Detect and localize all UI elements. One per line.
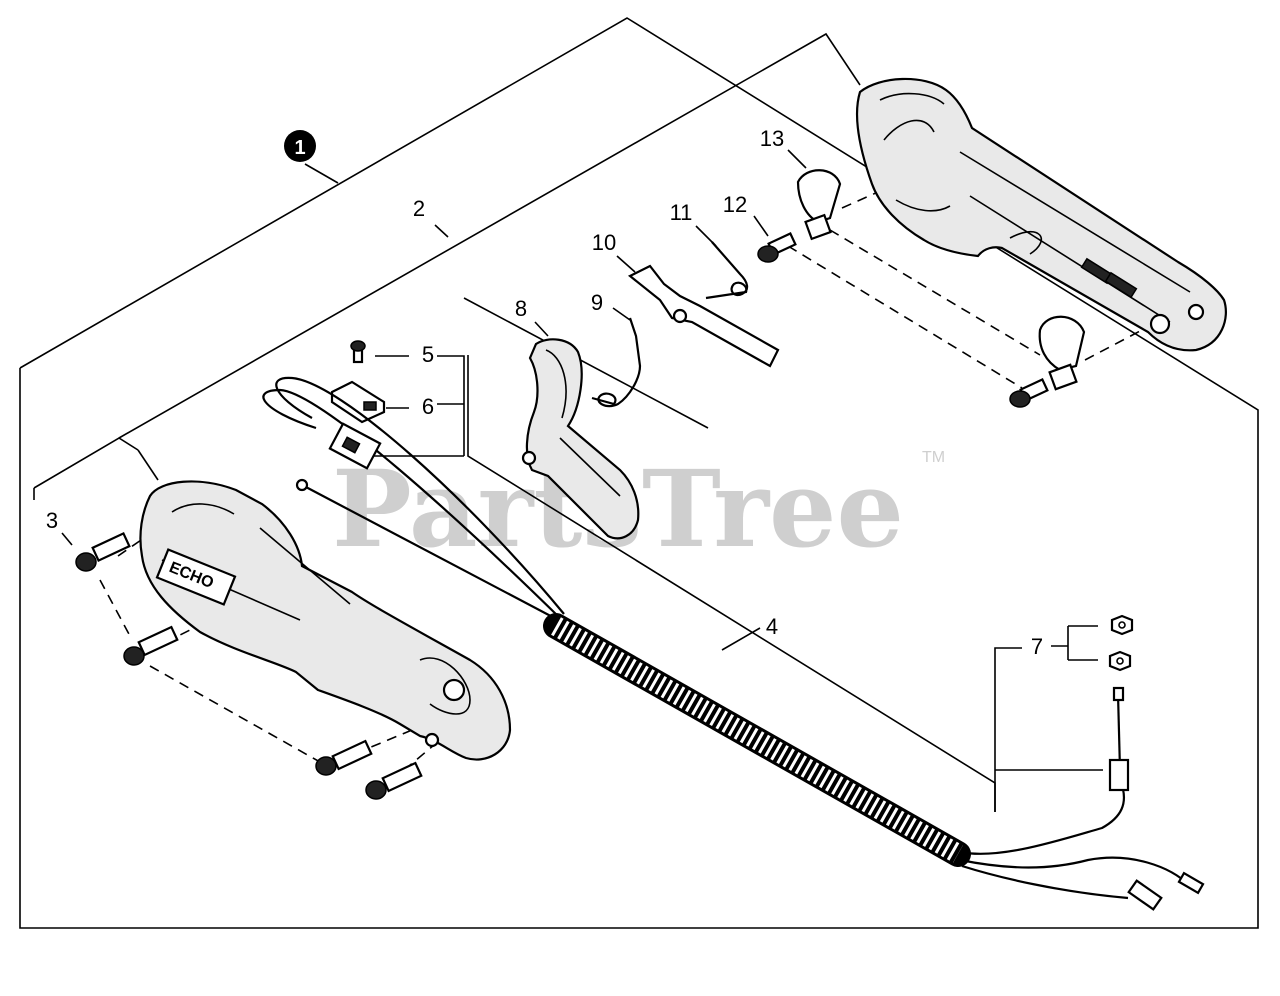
screw-12-lower	[1009, 378, 1049, 408]
callout-10: 10	[592, 230, 616, 255]
switch-plate-6	[330, 380, 386, 424]
spring-9	[591, 317, 642, 408]
callout-9: 9	[591, 290, 603, 315]
screw-5	[350, 340, 366, 364]
callout-1-marker: 1	[284, 130, 316, 162]
nut-7-lower	[1108, 650, 1132, 672]
callout-6: 6	[422, 394, 434, 419]
callout-2: 2	[413, 196, 425, 221]
clamp-lower	[1038, 315, 1086, 391]
screw-3-c	[315, 739, 373, 776]
lever-10	[627, 264, 780, 368]
screw-3-a	[75, 532, 131, 572]
spring-11	[705, 241, 749, 300]
screw-3-b	[123, 625, 179, 666]
screw-12-upper	[757, 232, 797, 263]
screw-3-d	[365, 761, 423, 800]
cable-assembly-4	[262, 376, 1205, 911]
nut-7-upper	[1110, 614, 1134, 636]
callout-12: 12	[723, 192, 747, 217]
front-handle-left-half: ECHO	[139, 480, 512, 761]
callout-1: 1	[294, 137, 305, 159]
clamp-upper	[796, 169, 842, 241]
callout-11: 11	[670, 200, 693, 225]
callout-8: 8	[515, 296, 527, 321]
callout-7: 7	[1031, 634, 1043, 659]
throttle-trigger-8	[521, 338, 640, 540]
watermark-trademark: TM	[922, 449, 945, 466]
callout-4: 4	[766, 614, 778, 639]
assembly-frame	[19, 17, 1259, 929]
rear-handle-right-half	[856, 77, 1227, 352]
callout-5: 5	[422, 342, 434, 367]
callout-13: 13	[760, 126, 784, 151]
callout-3: 3	[46, 508, 58, 533]
